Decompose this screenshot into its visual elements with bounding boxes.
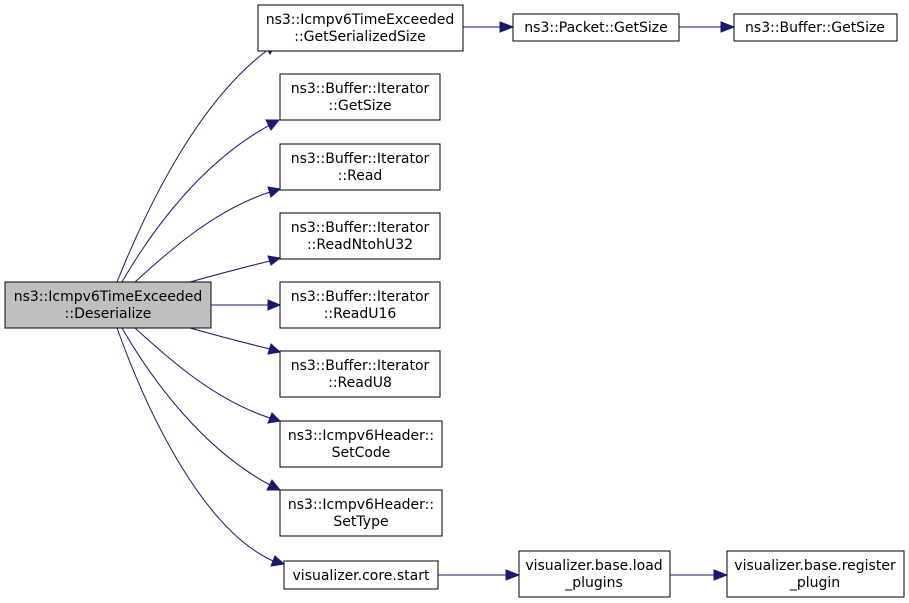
node-label-line: ns3::Buffer::GetSize (745, 20, 885, 36)
edge-core-start-to-load-plugins (438, 569, 521, 581)
node-buffer-getsize[interactable]: ns3::Buffer::GetSize (733, 13, 898, 42)
node-label-line: ns3::Packet::GetSize (524, 20, 667, 36)
edge-root-to-iterator-readu8 (189, 327, 282, 355)
edge-root-to-get-serialized-size (116, 41, 278, 283)
node-label-line: ::GetSerializedSize (294, 29, 425, 45)
node-label-line: ns3::Icmpv6TimeExceeded (266, 12, 455, 28)
node-label-line: ns3::Icmpv6TimeExceeded (14, 289, 203, 305)
edge-root-to-core-start (116, 327, 286, 567)
node-root-deserialize[interactable]: ns3::Icmpv6TimeExceeded ::Deserialize (4, 281, 212, 329)
edge-root-to-header-settype (121, 327, 282, 491)
node-get-serialized-size[interactable]: ns3::Icmpv6TimeExceeded ::GetSerializedS… (257, 4, 464, 52)
edge-root-to-iterator-readntohu32 (189, 255, 282, 283)
node-label-line: visualizer.core.start (293, 568, 430, 584)
node-visualizer-register-plugin[interactable]: visualizer.base.register _plugin (726, 550, 905, 598)
node-label-line: ns3::Icmpv6Header:: (288, 497, 434, 513)
node-label-line: _plugin (789, 575, 840, 591)
node-label-line: ns3::Buffer::Iterator (291, 220, 430, 236)
edge-root-to-iterator-read (134, 186, 282, 283)
node-label-line: ns3::Buffer::Iterator (291, 358, 430, 374)
edge-load-plugins-to-register-plugin (670, 569, 729, 581)
edge-packet-getsize-to-buffer-getsize (679, 21, 736, 33)
node-header-setcode[interactable]: ns3::Icmpv6Header:: SetCode (279, 420, 443, 468)
edge-root-to-iterator-readu16 (211, 299, 282, 311)
node-packet-getsize[interactable]: ns3::Packet::GetSize (512, 13, 680, 42)
node-header-settype[interactable]: ns3::Icmpv6Header:: SetType (279, 489, 443, 537)
node-visualizer-core-start[interactable]: visualizer.core.start (283, 560, 439, 590)
node-iterator-read[interactable]: ns3::Buffer::Iterator ::Read (279, 143, 441, 191)
node-label-line: ::ReadU16 (324, 306, 397, 322)
node-label-line: visualizer.base.register (734, 558, 896, 574)
node-label-line: _plugins (564, 575, 623, 591)
node-iterator-readntohu32[interactable]: ns3::Buffer::Iterator ::ReadNtohU32 (279, 212, 441, 260)
node-label-line: ns3::Buffer::Iterator (291, 151, 430, 167)
node-label-line: SetType (333, 514, 388, 530)
node-iterator-readu16[interactable]: ns3::Buffer::Iterator ::ReadU16 (279, 281, 441, 329)
node-label-line: ::GetSize (328, 98, 391, 114)
node-label-line: ::ReadU8 (328, 375, 392, 391)
node-label-line: ns3::Buffer::Iterator (291, 81, 430, 97)
node-label-line: ns3::Icmpv6Header:: (288, 428, 434, 444)
node-label-line: ::Read (338, 168, 383, 184)
node-label-line: ns3::Buffer::Iterator (291, 289, 430, 305)
node-iterator-getsize[interactable]: ns3::Buffer::Iterator ::GetSize (279, 73, 441, 121)
node-label-line: visualizer.base.load (525, 558, 662, 574)
node-iterator-readu8[interactable]: ns3::Buffer::Iterator ::ReadU8 (279, 350, 441, 398)
node-visualizer-load-plugins[interactable]: visualizer.base.load _plugins (518, 550, 671, 598)
node-label-line: ::ReadNtohU32 (307, 237, 413, 253)
edge-root-to-iterator-getsize (121, 119, 281, 283)
edge-root-to-header-setcode (134, 327, 282, 424)
node-label-line: ::Deserialize (65, 306, 152, 322)
node-label-line: SetCode (332, 445, 391, 461)
edge-get-serialized-size-to-packet-getsize (463, 21, 515, 33)
